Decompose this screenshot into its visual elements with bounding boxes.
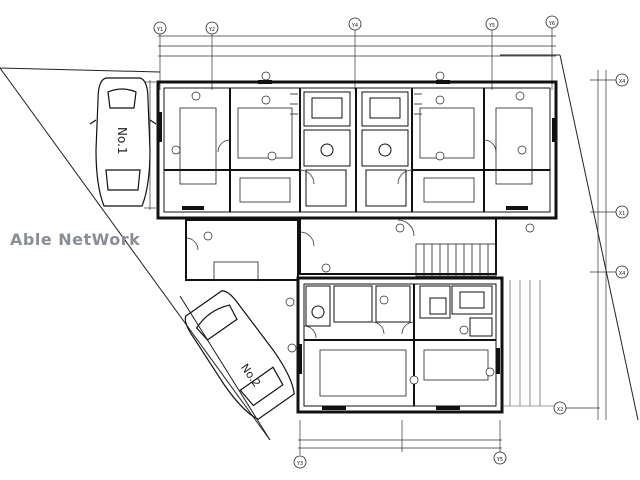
grid-label-top: Y5 bbox=[488, 23, 495, 29]
top-dimension-lines bbox=[158, 28, 556, 90]
site-hatch bbox=[502, 280, 560, 407]
site-boundary bbox=[0, 54, 639, 441]
grid-bubbles-right: X4 X1 X4 X2 bbox=[553, 73, 629, 415]
exterior-stairs bbox=[415, 243, 497, 277]
right-dimension-lines bbox=[560, 70, 622, 420]
grid-label-bottom: Y5 bbox=[496, 457, 503, 463]
lower-building bbox=[296, 276, 504, 414]
watermark-text: Able NetWork bbox=[10, 230, 141, 249]
grid-label-right: X4 bbox=[619, 79, 626, 85]
room-tag-markers bbox=[171, 71, 535, 385]
car-no2 bbox=[184, 290, 295, 420]
grid-label-right: X2 bbox=[557, 407, 564, 413]
grid-label-top: Y2 bbox=[208, 27, 215, 33]
grid-label-right: X1 bbox=[619, 211, 626, 217]
car-no1-label: No.1 bbox=[115, 127, 129, 155]
bottom-dimension-lines bbox=[298, 420, 502, 455]
grid-bubbles-top: Y1 Y2 Y4 Y5 Y6 bbox=[153, 15, 559, 35]
grid-label-right: X4 bbox=[619, 271, 626, 277]
grid-label-bottom: Y3 bbox=[296, 461, 303, 467]
grid-label-top: Y6 bbox=[548, 21, 555, 27]
grid-bubbles-bottom: Y3 Y5 bbox=[293, 451, 507, 469]
car-no1 bbox=[89, 77, 157, 207]
grid-label-top: Y4 bbox=[351, 23, 358, 29]
grid-label-top: Y1 bbox=[156, 27, 163, 33]
